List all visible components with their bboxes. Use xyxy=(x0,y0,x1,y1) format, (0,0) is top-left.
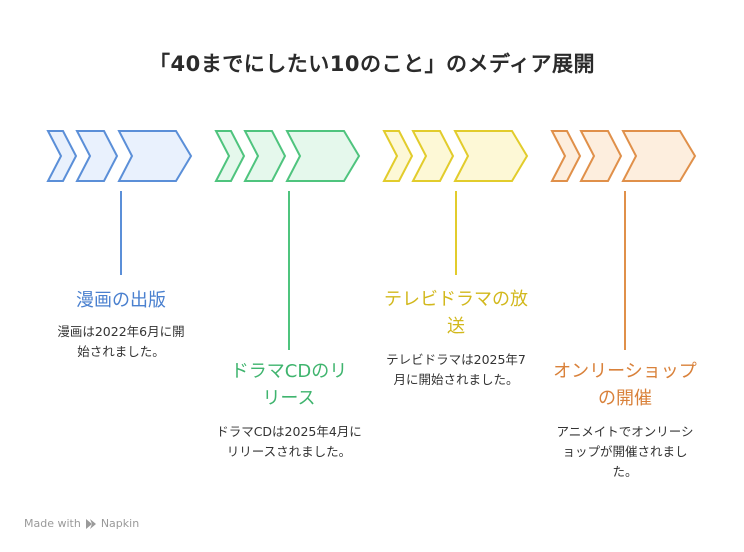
stage-2-chevrons xyxy=(214,130,361,350)
credit-text: Made with xyxy=(24,517,81,530)
stage-1-chevron-small-1 xyxy=(46,130,78,182)
napkin-credit[interactable]: Made with Napkin xyxy=(24,517,139,530)
stage-4-description: アニメイトでオンリーショップが開催されました。 xyxy=(556,424,694,479)
stage-1-chevron-large xyxy=(117,130,193,182)
credit-brand: Napkin xyxy=(100,517,140,530)
napkin-logo-icon xyxy=(85,518,96,529)
stage-3-description: テレビドラマは2025年7月に開始されました。 xyxy=(386,352,526,387)
stage-2-chevron-large xyxy=(285,130,361,182)
stage-1-description: 漫画は2022年6月に開始されました。 xyxy=(57,324,185,359)
stage-3-heading: テレビドラマの放送 xyxy=(384,289,528,337)
stage-1-chevrons xyxy=(46,130,193,275)
stage-1-heading: 漫画の出版 xyxy=(76,290,166,311)
stage-4-chevrons xyxy=(550,130,697,350)
stage-3-chevrons xyxy=(382,130,529,275)
stage-3-chevron-large xyxy=(453,130,529,182)
stage-2-description: ドラマCDは2025年4月にリリースされました。 xyxy=(216,424,362,459)
stage-2-heading: ドラマCDのリリース xyxy=(230,361,348,409)
stage-1-chevron-small-2 xyxy=(75,130,119,182)
stage-4-chevron-large xyxy=(621,130,697,182)
stage-3-chevron-small-2 xyxy=(411,130,455,182)
page-title: 「40までにしたい10のこと」のメディア展開 xyxy=(149,52,595,76)
stage-2-chevron-small-1 xyxy=(214,130,246,182)
stage-3-chevron-small-1 xyxy=(382,130,414,182)
stage-4-chevron-small-2 xyxy=(579,130,623,182)
stage-4-chevron-small-1 xyxy=(550,130,582,182)
stage-2-chevron-small-2 xyxy=(243,130,287,182)
stage-4-heading: オンリーショップの開催 xyxy=(553,361,697,409)
